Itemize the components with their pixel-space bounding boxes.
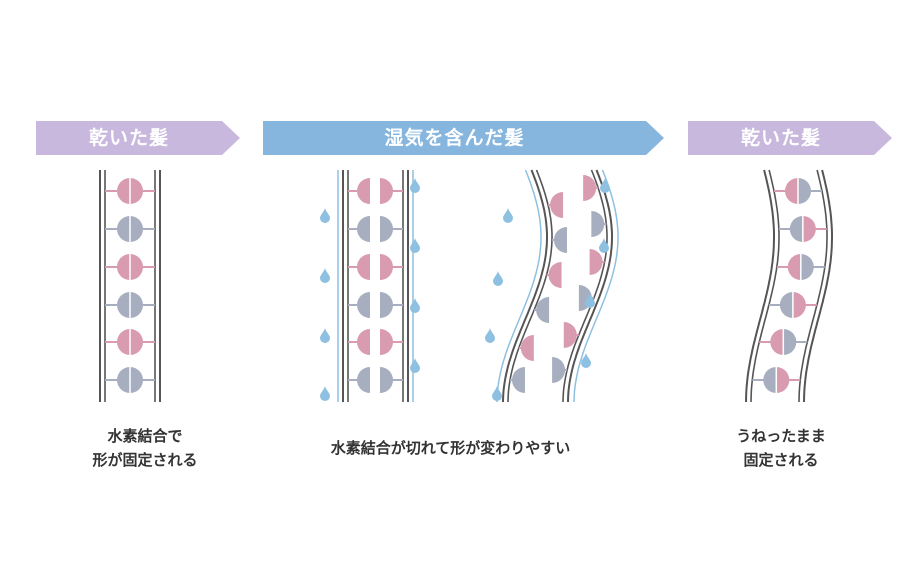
hydrogen-bond-left-half: [357, 292, 370, 318]
water-droplet-icon: [410, 178, 420, 193]
hydrogen-bond-left-half: [789, 216, 803, 242]
hydrogen-bond-left-half: [357, 216, 370, 242]
caption-middle: 水素結合が切れて形が変わりやすい: [263, 436, 638, 460]
water-droplet-icon: [581, 353, 591, 368]
water-droplet-icon: [600, 178, 610, 193]
water-droplet-icon: [410, 238, 420, 253]
banner-dry-left: 乾いた髪: [36, 121, 240, 155]
caption-line: 形が固定される: [92, 451, 198, 469]
hydrogen-bond-right-half: [792, 292, 806, 318]
hydrogen-bond-right-half: [797, 178, 811, 204]
hydrogen-bond-right-half: [776, 367, 790, 393]
water-droplet-icon: [410, 298, 420, 313]
hydrogen-bond-left-half: [787, 254, 801, 280]
hydrogen-bond-right-half: [563, 322, 577, 348]
hydrogen-bond-left-half: [784, 178, 798, 204]
caption-line: 固定される: [743, 451, 819, 469]
backbone-strand: [507, 169, 553, 403]
caption-left: 水素結合で 形が固定される: [40, 424, 250, 472]
water-droplet-icon: [492, 386, 502, 401]
caption-line: 水素結合が切れて形が変わりやすい: [330, 439, 571, 457]
hydrogen-bond-right-half: [380, 216, 393, 242]
banner-label: 乾いた髪: [740, 127, 821, 149]
hydrogen-bond-right-half: [800, 254, 814, 280]
hydrogen-bond-right-half: [380, 329, 393, 355]
caption-line: 水素結合で: [107, 427, 183, 445]
hydrogen-bond-left-half: [520, 335, 534, 361]
hydrogen-bond-left-half: [550, 192, 564, 218]
water-droplet-icon: [599, 238, 609, 253]
water-droplet-icon: [485, 328, 495, 343]
backbone-strand: [502, 169, 548, 403]
hydrogen-bond-right-half: [380, 292, 393, 318]
hydrogen-bond-left-half: [536, 297, 550, 323]
backbone-strand: [798, 169, 828, 403]
water-droplet-icon: [320, 208, 330, 223]
caption-line: うねったまま: [736, 427, 826, 445]
hydrogen-bond-right-half: [802, 216, 816, 242]
hydrogen-bond-left-half: [548, 262, 562, 288]
backbone-strand: [567, 169, 613, 403]
water-droplet-icon: [493, 271, 503, 286]
water-droplet-icon: [320, 386, 330, 401]
banner-arrow-shape: [688, 121, 892, 155]
banner-dry-right: 乾いた髪: [688, 121, 892, 155]
hydrogen-bond-right-half: [380, 367, 393, 393]
hydrogen-bond-right-half: [783, 329, 797, 355]
hydrogen-bond-left-half: [553, 227, 567, 253]
hydrogen-bond-right-half: [583, 175, 597, 201]
backbone-strand: [803, 169, 833, 403]
hydrogen-bond-right-half: [589, 249, 603, 275]
hydrogen-bond-left-half: [357, 178, 370, 204]
water-droplet-icon: [320, 328, 330, 343]
backbone-strand: [750, 169, 780, 403]
hydrogen-bond-right-half: [380, 178, 393, 204]
banner-label: 乾いた髪: [88, 127, 169, 149]
hydrogen-bond-right-half: [552, 357, 566, 383]
backbone-strand: [573, 169, 619, 403]
hydrogen-bond-left-half: [357, 254, 370, 280]
hydrogen-bond-left-half: [779, 292, 793, 318]
water-droplet-icon: [503, 208, 513, 223]
banner-label: 湿気を含んだ髪: [384, 127, 525, 149]
water-droplet-icon: [320, 268, 330, 283]
water-droplet-icon: [410, 358, 420, 373]
banner-humid-middle: 湿気を含んだ髪: [263, 121, 664, 155]
backbone-strand: [562, 169, 608, 403]
hydrogen-bond-left-half: [770, 329, 784, 355]
hydrogen-bond-right-half: [591, 211, 605, 237]
caption-right: うねったまま 固定される: [686, 424, 876, 472]
banner-arrow-shape: [36, 121, 240, 155]
hydrogen-bond-left-half: [357, 329, 370, 355]
backbone-strand: [745, 169, 775, 403]
backbone-strand: [496, 169, 542, 403]
hydrogen-bond-left-half: [512, 367, 526, 393]
hydrogen-bond-left-half: [763, 367, 777, 393]
water-droplet-icon: [585, 293, 595, 308]
hydrogen-bond-right-half: [380, 254, 393, 280]
banner-arrow-shape: [263, 121, 664, 155]
hydrogen-bond-left-half: [357, 367, 370, 393]
